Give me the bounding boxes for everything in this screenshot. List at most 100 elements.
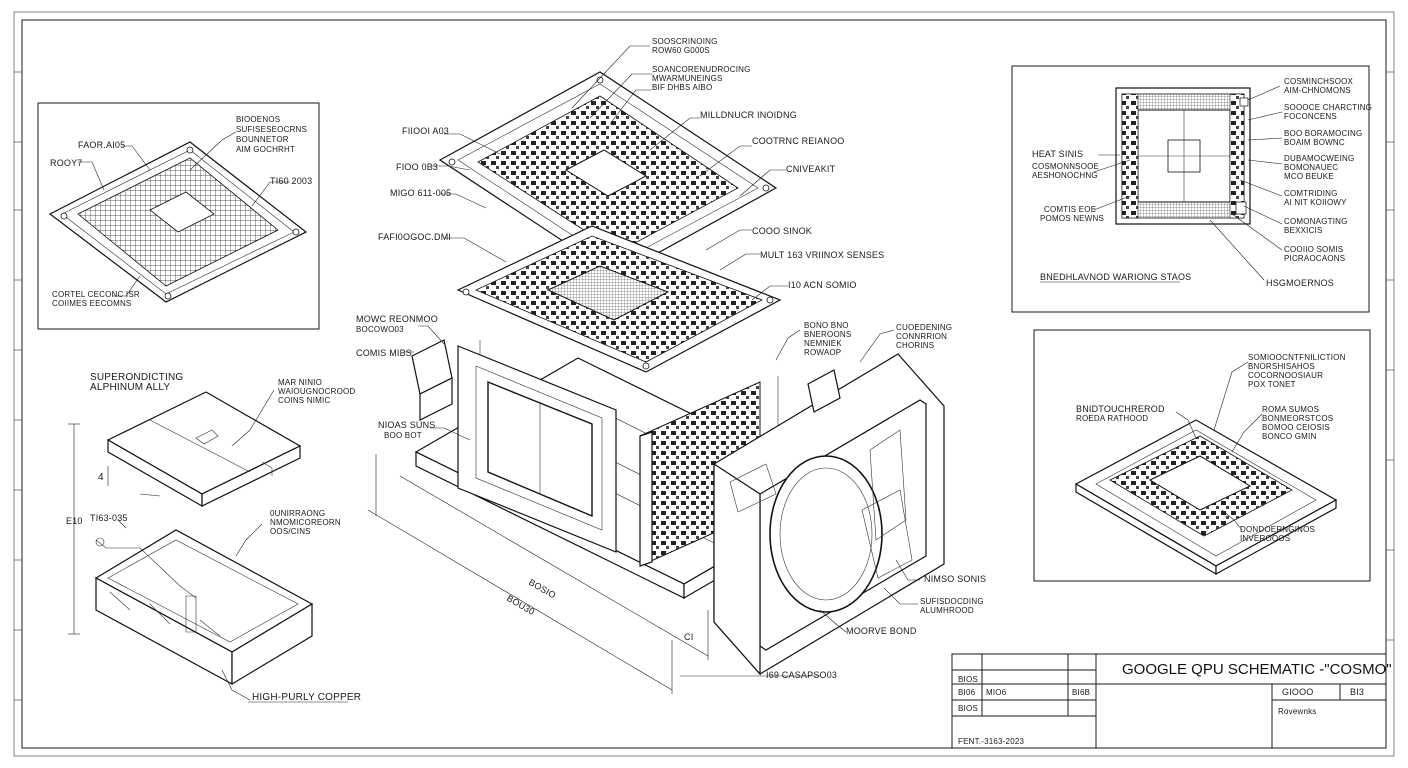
tr-label-17: BEXXICIS bbox=[1284, 226, 1323, 235]
c-label-13: MIGO 611-005 bbox=[390, 188, 451, 198]
br-label-6: ROMA SUMOS bbox=[1262, 405, 1319, 414]
c-label-32: MOORVE BOND bbox=[846, 626, 917, 636]
c-label-1: ROW60 G000S bbox=[652, 46, 710, 55]
c-label-22: NEMNIEK bbox=[804, 339, 842, 348]
tl-label-7: CORTEL CECONC ISR bbox=[52, 290, 140, 299]
panel-top-right: HEAT SINIS COSMONNSOOE AESHONOCHNG COMTI… bbox=[1011, 65, 1372, 313]
c-label-16: BOCOWO03 bbox=[356, 325, 404, 334]
ml-label-7: 0UNIRRAONG bbox=[270, 509, 325, 518]
tr-label-12: BOMONAUEC bbox=[1284, 163, 1338, 172]
tr-label-1: COSMONNSOOE bbox=[1032, 162, 1099, 171]
tr-label-10: BOAIM BOWNC bbox=[1284, 138, 1345, 147]
tl-label-8: COIIMES EECOMNS bbox=[52, 299, 131, 308]
c-label-9: MULT 163 VRIINOX SENSES bbox=[760, 250, 884, 260]
br-label-3: POX TONET bbox=[1248, 380, 1296, 389]
c-label-34: CI bbox=[684, 632, 693, 642]
ml-label-6: TI63-035 bbox=[90, 513, 128, 523]
tl-label-0: FAOR.AI05 bbox=[78, 140, 125, 150]
tr-label-19: PICRAOCAONS bbox=[1284, 254, 1345, 263]
c-label-18: NIOAS SUNS bbox=[378, 420, 436, 430]
c-label-14: FAFI0OGOC.DMI bbox=[378, 232, 451, 242]
tb-revision: Rovewnks bbox=[1278, 707, 1317, 716]
ml-label-2: MAR NINIO bbox=[278, 378, 322, 387]
tr-label-18: COOIIO SOMIS bbox=[1284, 245, 1343, 254]
br-label-9: BONCO GMIN bbox=[1262, 432, 1316, 441]
tr-label-13: MCO BEUKE bbox=[1284, 172, 1334, 181]
ml-label-10: HIGH-PURLY COPPER bbox=[252, 692, 361, 703]
tl-label-5: AIM GOCHRHT bbox=[236, 145, 295, 154]
c-label-20: BONO BNO bbox=[804, 321, 849, 330]
tl-label-1: ROOY7 bbox=[50, 158, 83, 168]
br-label-1: BNORSHISAHOS bbox=[1248, 362, 1315, 371]
c-label-8: COOO SINOK bbox=[752, 226, 812, 236]
tr-label-2: AESHONOCHNG bbox=[1032, 171, 1098, 180]
ml-label-11: E10 bbox=[66, 516, 83, 526]
c-label-5: MILLDNUCR INOIDNG bbox=[700, 110, 797, 120]
tb-row1-c1: BI06 bbox=[958, 688, 976, 697]
tr-label-5: COSMINCHSOOX bbox=[1284, 77, 1354, 86]
tb-row0-c1: BIOS bbox=[958, 675, 978, 684]
tb-code-a: GIOOO bbox=[1282, 687, 1314, 697]
tr-label-15: AI NIT KOIIOWY bbox=[1284, 198, 1347, 207]
c-label-15: MOWC REONMOO bbox=[356, 314, 438, 324]
tr-label-9: BOO BORAMOCING bbox=[1284, 129, 1362, 138]
ml-label-9: OOS/CINS bbox=[270, 527, 311, 536]
c-label-24: CUOEDENING bbox=[896, 323, 952, 332]
panel-mid-left: SUPERONDICTING ALPHINUM ALLY MAR NINIO W… bbox=[66, 372, 361, 703]
c-label-2: SOANCORENUDROCING bbox=[652, 65, 751, 74]
ml-label-4: COINS NIMIC bbox=[278, 396, 330, 405]
title-block-title: GOOGLE QPU SCHEMATIC -"COSMO" bbox=[1122, 661, 1392, 678]
c-label-25: CONNRRION bbox=[896, 332, 947, 341]
c-label-29: NIMSO SONIS bbox=[924, 574, 986, 584]
tr-label-7: SOOOCE CHARCTING bbox=[1284, 103, 1372, 112]
panel-bottom-right: SOMIOOCNTFNILICTION BNORSHISAHOS COCORNO… bbox=[1033, 329, 1371, 582]
tb-code-b: BI3 bbox=[1350, 687, 1364, 697]
br-label-4: BNIDTOUCHREROD bbox=[1076, 404, 1165, 414]
tr-label-14: COMTRIDING bbox=[1284, 189, 1338, 198]
ml-label-0: SUPERONDICTING bbox=[90, 372, 183, 383]
c-label-11: FIIOOI A03 bbox=[402, 126, 449, 136]
tr-label-0: HEAT SINIS bbox=[1032, 149, 1083, 159]
ml-label-8: NMOMICOREORN bbox=[270, 518, 341, 527]
ml-label-1: ALPHINUM ALLY bbox=[90, 382, 170, 393]
ml-label-5: 4 bbox=[98, 472, 104, 483]
tr-label-11: DUBAMOCWEING bbox=[1284, 154, 1354, 163]
tr-label-21: HSGMOERNOS bbox=[1266, 278, 1334, 288]
ml-label-3: WAIOUGNOCROOD bbox=[278, 387, 355, 396]
c-label-10: I10 ACN SOMIO bbox=[788, 280, 857, 290]
br-label-8: BOMOO CEIOSIS bbox=[1262, 423, 1330, 432]
c-label-33: I69 CASAPSO03 bbox=[766, 670, 837, 680]
tb-row3-c1: FENT.-3163-2023 bbox=[958, 737, 1024, 746]
panel-center-assembly: SOOSCRINOING ROW60 G000S SOANCORENUDROCI… bbox=[356, 37, 986, 694]
c-label-7: CNIVEAKIT bbox=[786, 164, 836, 174]
c-label-12: FIOO 0B3 bbox=[396, 162, 438, 172]
br-label-5: ROEDA RATHOOD bbox=[1076, 414, 1148, 423]
tr-label-3: COMTIS EOE bbox=[1044, 205, 1096, 214]
c-label-27: BOSIO bbox=[527, 577, 558, 600]
panel-top-left: FAOR.AI05 ROOY7 BIOOENOS SUFISESEOCRNS B… bbox=[37, 102, 320, 330]
c-label-19: BOO BOT bbox=[384, 431, 422, 440]
br-label-2: COCORNOOSIAUR bbox=[1248, 371, 1323, 380]
c-label-4: BIF DHBS AIBO bbox=[652, 83, 712, 92]
tr-label-20: BNEDHLAVNOD WARIONG STAOS bbox=[1040, 272, 1191, 282]
tb-row2-c1: BIOS bbox=[958, 704, 978, 713]
br-label-10: DONDOERNGINOS bbox=[1240, 525, 1315, 534]
c-label-31: ALUMHROOD bbox=[920, 606, 974, 615]
br-label-0: SOMIOOCNTFNILICTION bbox=[1248, 353, 1346, 362]
tr-label-4: POMOS NEWNS bbox=[1040, 214, 1104, 223]
tl-label-6: TI60 2003 bbox=[270, 176, 312, 186]
c-label-17: COMIS MIBS bbox=[356, 348, 412, 358]
sheet-border bbox=[13, 11, 1395, 757]
br-label-11: INVEROOOS bbox=[1240, 534, 1290, 543]
c-label-26: CHORINS bbox=[896, 341, 934, 350]
tl-label-2: BIOOENOS bbox=[236, 115, 280, 124]
title-block: GOOGLE QPU SCHEMATIC -"COSMO" BIOS BI06 … bbox=[951, 653, 1392, 749]
c-label-6: COOTRNC REIANOO bbox=[752, 136, 845, 146]
c-label-21: BNEROONS bbox=[804, 330, 851, 339]
c-label-30: SUFISDOCDING bbox=[920, 597, 984, 606]
tr-label-16: COMONAGTING bbox=[1284, 217, 1348, 226]
tl-label-4: BOUNNETOR bbox=[236, 135, 289, 144]
c-label-0: SOOSCRINOING bbox=[652, 37, 718, 46]
tb-row1-c3: BI6B bbox=[1072, 688, 1090, 697]
